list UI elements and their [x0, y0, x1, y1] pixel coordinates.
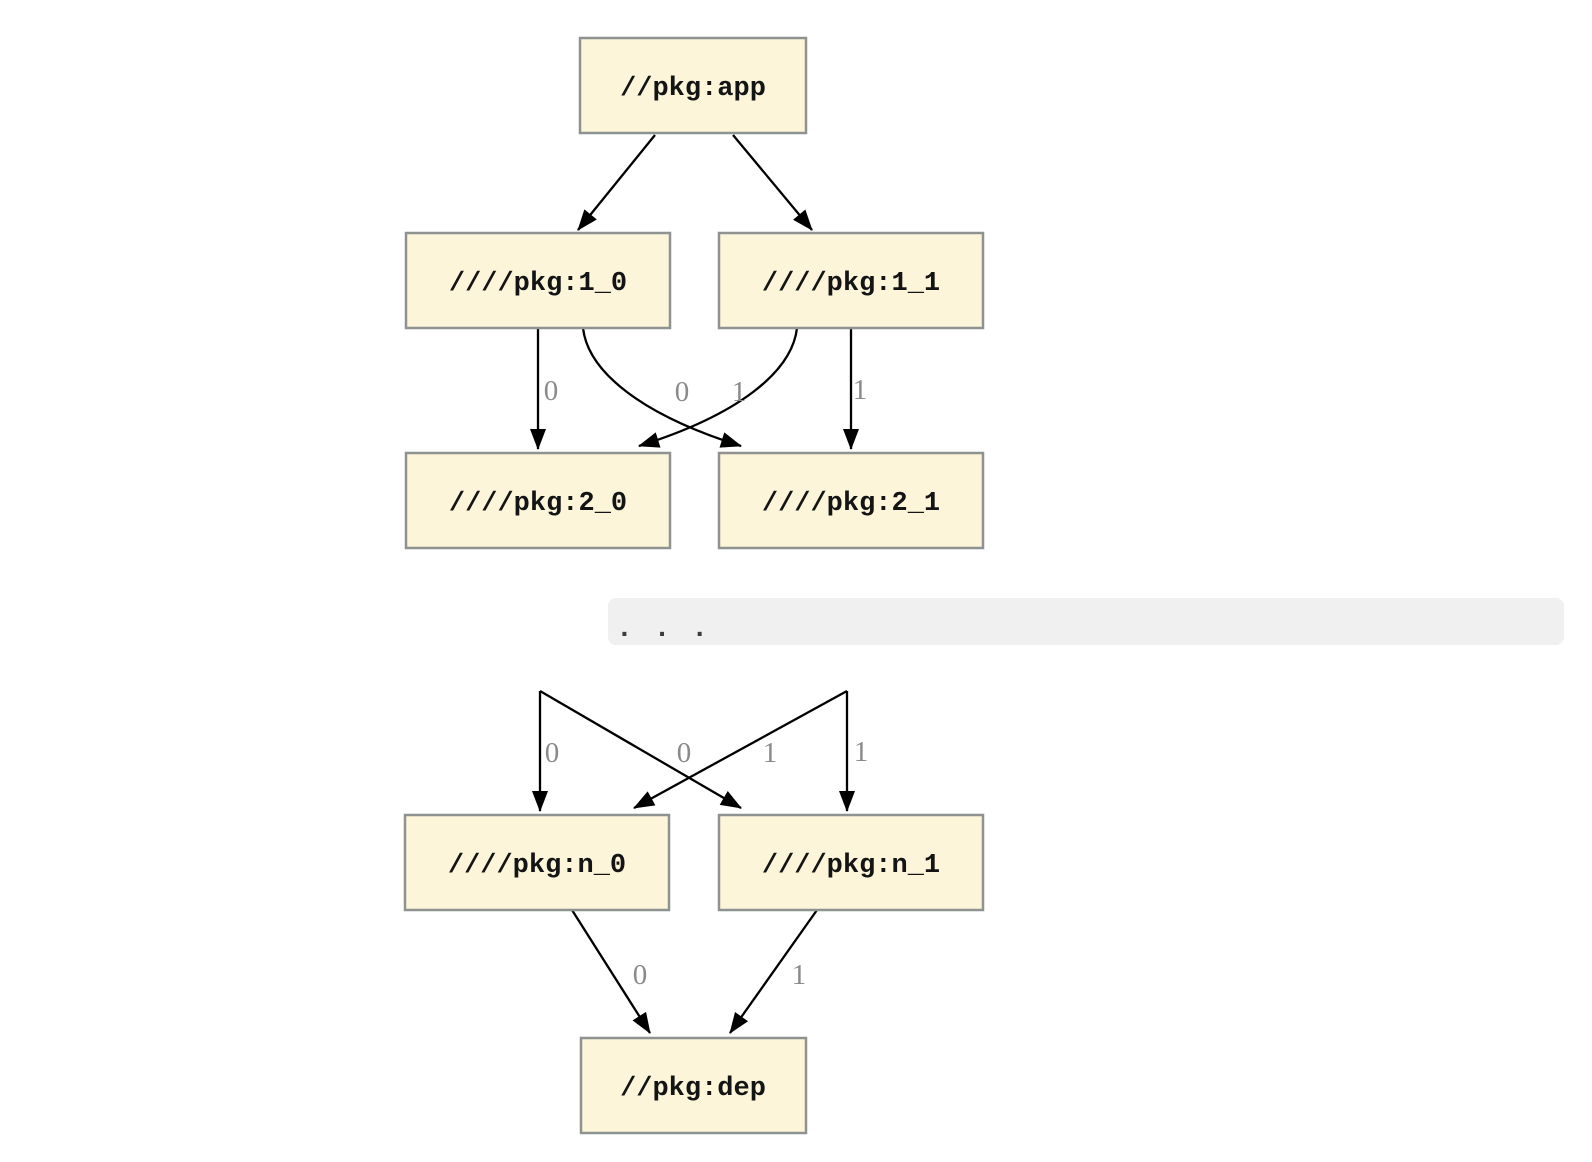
edge-label-cutright-to-n_0: 1 — [763, 737, 778, 769]
node-dep-box — [579, 1036, 808, 1135]
edge-n_0-to-dep — [571, 909, 651, 1034]
node-1_0: ////pkg:1_0 — [404, 231, 672, 330]
node-2_1-label: ////pkg:2_1 — [762, 489, 940, 519]
node-2_1: ////pkg:2_1 — [717, 451, 985, 550]
edge-cutright-to-n_0 — [633, 689, 848, 810]
edge-label-cutleft-to-n_1: 0 — [677, 737, 692, 769]
node-dep: //pkg:dep — [579, 1036, 808, 1135]
edge-label-cutleft-to-n_0: 0 — [545, 737, 560, 769]
node-n_1-label: ////pkg:n_1 — [762, 851, 940, 881]
edge-cutleft-to-n_1 — [539, 690, 742, 809]
ellipsis-dots: . . . — [616, 614, 710, 645]
node-1_1-label: ////pkg:1_1 — [762, 269, 940, 299]
edge-app-to-1_1 — [732, 134, 813, 231]
edge-1_0-to-2_1 — [581, 327, 742, 448]
edge-label-1_1-to-2_1: 1 — [853, 374, 868, 406]
node-2_0: ////pkg:2_0 — [404, 451, 672, 550]
node-1_0-box — [404, 231, 672, 330]
edge-app-to-1_0 — [577, 134, 656, 231]
node-2_1-box — [717, 451, 985, 550]
ellipsis-band: . . . — [608, 598, 1564, 645]
edge-1_1-to-2_0 — [638, 327, 799, 448]
node-app: //pkg:app — [578, 36, 808, 135]
edge-n_1-to-dep — [729, 909, 818, 1034]
node-2_0-label: ////pkg:2_0 — [449, 489, 627, 519]
node-1_1: ////pkg:1_1 — [717, 231, 985, 330]
node-n_1-box — [717, 813, 985, 912]
node-n_0-label: ////pkg:n_0 — [448, 851, 626, 881]
edge-label-1_0-to-2_0: 0 — [544, 375, 559, 407]
edge-label-n_1-to-dep: 1 — [792, 959, 807, 991]
node-n_1: ////pkg:n_1 — [717, 813, 985, 912]
ellipsis-band-box — [608, 598, 1564, 645]
node-1_1-box — [717, 231, 985, 330]
node-2_0-box — [404, 451, 672, 550]
edge-label-1_1-to-2_0: 1 — [732, 376, 747, 408]
node-n_0-box — [403, 813, 671, 912]
edge-label-n_0-to-dep: 0 — [633, 959, 648, 991]
node-n_0: ////pkg:n_0 — [403, 813, 671, 912]
edge-label-1_0-to-2_1: 0 — [675, 376, 690, 408]
edge-label-cutright-to-n_1: 1 — [854, 736, 869, 768]
node-dep-label: //pkg:dep — [620, 1074, 766, 1104]
node-1_0-label: ////pkg:1_0 — [449, 269, 627, 299]
node-app-label: //pkg:app — [620, 74, 766, 104]
node-app-box — [578, 36, 808, 135]
